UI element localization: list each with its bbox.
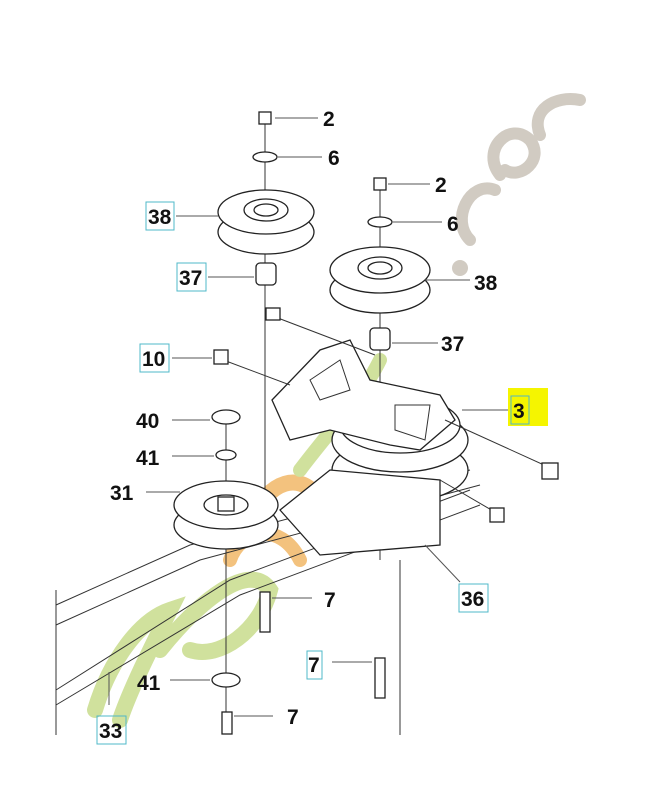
washer-41	[215, 449, 237, 461]
callout-7: 7	[287, 706, 299, 729]
callout-6: 6	[447, 213, 459, 236]
bolt-7	[221, 711, 233, 735]
washer-6-left	[252, 151, 278, 163]
bracket-assembly	[271, 339, 456, 451]
callout-box	[510, 395, 530, 425]
pulley-38-left	[217, 189, 315, 255]
callout-box	[458, 583, 489, 613]
callout-box	[176, 262, 207, 292]
callout-38: 38	[148, 206, 172, 229]
callout-31: 31	[110, 482, 134, 505]
bolt-7	[374, 657, 386, 699]
callout-2: 2	[435, 174, 447, 197]
washer-6-right	[367, 216, 393, 228]
callout-36: 36	[461, 588, 484, 611]
bolt-head	[265, 307, 281, 321]
bolt-7	[259, 591, 271, 633]
spacer-37-left	[255, 262, 277, 286]
callout-box	[306, 650, 323, 680]
callout-box	[145, 201, 175, 231]
bolt	[541, 462, 559, 480]
callouts: 2 6 38 37 2 6 38 37 10 3 40 41 31 7 36 7…	[96, 108, 548, 745]
highlight-box	[508, 388, 548, 426]
leader-lines	[108, 117, 508, 717]
callout-33: 33	[99, 720, 122, 743]
nut-2-right	[373, 177, 387, 191]
callout-3[interactable]: 3	[513, 400, 525, 423]
callout-41: 41	[137, 672, 161, 695]
callout-10: 10	[142, 348, 165, 371]
nut-2-left	[258, 111, 272, 125]
bolt-10	[213, 349, 229, 365]
spacer-37-right	[369, 327, 391, 351]
callout-37: 37	[441, 333, 464, 356]
callout-7: 7	[324, 589, 336, 612]
callout-6: 6	[328, 147, 340, 170]
washer-40	[211, 409, 241, 425]
callout-41: 41	[136, 447, 160, 470]
callout-7: 7	[308, 654, 320, 677]
callout-40: 40	[136, 410, 159, 433]
washer-41-lower	[211, 672, 241, 688]
callout-box	[139, 343, 170, 373]
callout-37: 37	[179, 267, 202, 290]
bracket-36	[279, 469, 441, 556]
callout-box	[96, 715, 127, 745]
callout-2: 2	[323, 108, 335, 131]
pulley-38-right	[329, 246, 431, 314]
bolt	[489, 507, 505, 523]
callout-38: 38	[474, 272, 498, 295]
pulley-31	[173, 480, 279, 550]
